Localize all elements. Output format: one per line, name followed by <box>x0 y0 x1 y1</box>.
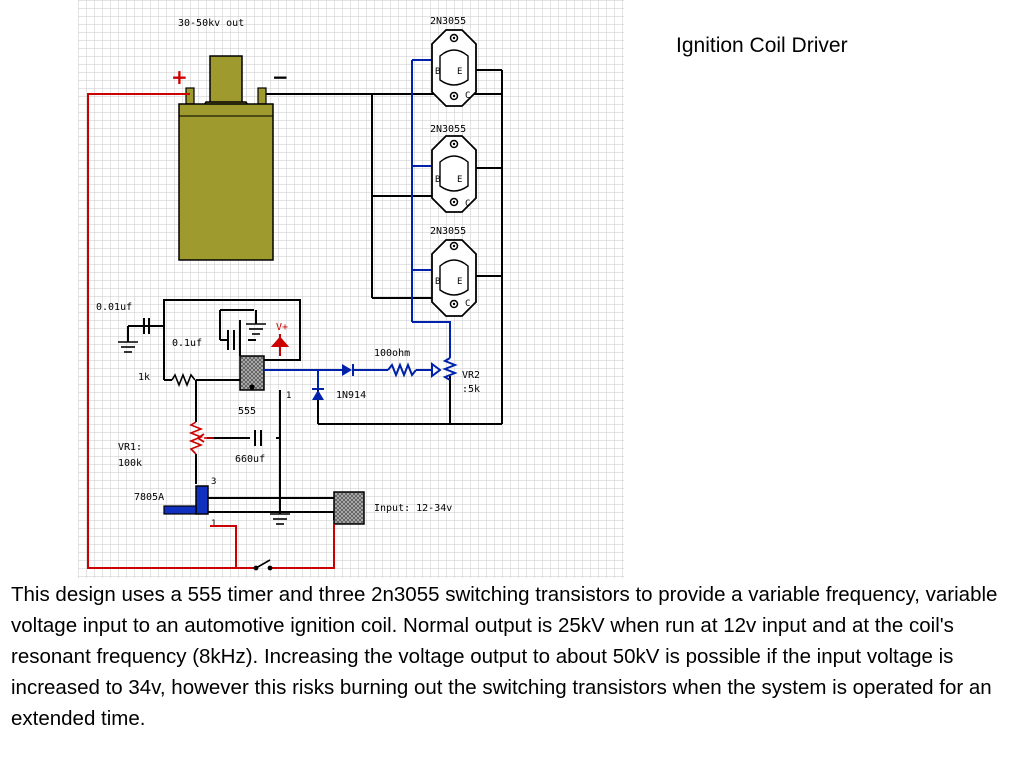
transistor-2-pin-c: C <box>465 199 470 209</box>
vr2-name-label: VR2 <box>462 370 480 381</box>
regulator-7805a <box>163 485 209 515</box>
transistor-2n3055-1 <box>431 29 477 107</box>
diode-label: 1N914 <box>336 390 366 401</box>
slide-title: Ignition Coil Driver <box>676 34 848 57</box>
input-connector <box>333 491 365 525</box>
grid-background <box>78 0 624 578</box>
timer-pin1-label: 1 <box>286 391 291 401</box>
diode-1n914 <box>312 370 324 424</box>
diode-series <box>342 364 354 376</box>
transistor-3-label: 2N3055 <box>430 226 466 237</box>
circuit-schematic: 30-50kv out + − <box>78 0 624 578</box>
regulator-pin1-label: 1 <box>211 519 216 529</box>
description-text: This design uses a 555 timer and three 2… <box>11 583 998 730</box>
capacitors <box>143 318 262 446</box>
regulator-pin3-label: 3 <box>211 477 216 487</box>
timer-555-chip <box>239 355 265 391</box>
transistor-1-pin-b: B <box>435 67 440 77</box>
transistor-1-pin-c: C <box>465 91 470 101</box>
power-wires <box>87 93 335 569</box>
transistor-2-pin-e: E <box>457 175 462 185</box>
resistor-1k-label: 1k <box>138 372 150 383</box>
coil-plus-sign: + <box>171 65 188 89</box>
potentiometer-vr1 <box>188 421 214 455</box>
transistor-3-pin-b: B <box>435 277 440 287</box>
transistor-1-pin-e: E <box>457 67 462 77</box>
transistor-2n3055-2 <box>431 135 477 213</box>
base-drive-wires <box>264 59 458 381</box>
vr1-value-label: 100k <box>118 458 142 469</box>
cap-001uf-label: 0.01uf <box>96 302 132 313</box>
regulator-label: 7805A <box>134 492 164 503</box>
transistor-2-pin-b: B <box>435 175 440 185</box>
coil-minus-sign: − <box>272 65 289 89</box>
transistor-3-pin-e: E <box>457 277 462 287</box>
transistor-1-label: 2N3055 <box>430 16 466 27</box>
resistor-1k <box>171 372 196 388</box>
vplus-arrow <box>270 334 290 356</box>
power-switch <box>253 559 273 571</box>
transistor-2-label: 2N3055 <box>430 124 466 135</box>
ground-symbols <box>118 323 290 525</box>
vr1-name-label: VR1: <box>118 442 142 453</box>
resistor-100ohm-label: 100ohm <box>374 348 410 359</box>
timer-555-label: 555 <box>238 406 256 417</box>
cap-01uf-label: 0.1uf <box>172 338 202 349</box>
ignition-coil <box>178 55 274 261</box>
transistor-3-pin-c: C <box>465 299 470 309</box>
coil-output-label: 30-50kv out <box>178 18 244 29</box>
vplus-label: V+ <box>276 322 288 333</box>
input-label: Input: 12-34v <box>374 503 452 514</box>
vr2-value-label: :5k <box>462 384 480 395</box>
transistor-2n3055-3 <box>431 239 477 317</box>
cap-660uf-label: 660uf <box>235 454 265 465</box>
